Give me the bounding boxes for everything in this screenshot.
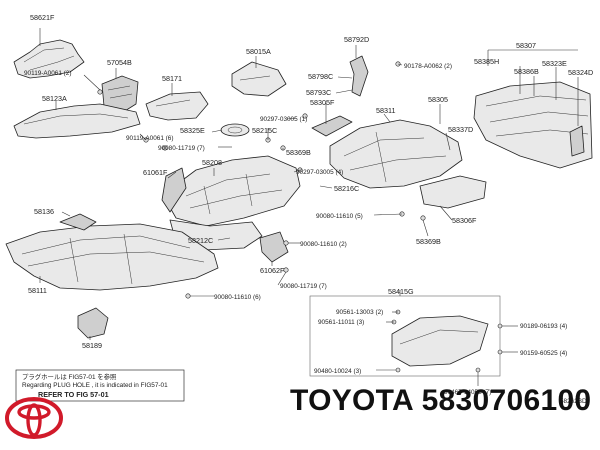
label-58325E: 58325E [180, 126, 205, 135]
label-58798C: 58798C [308, 72, 333, 81]
part-58306F-shape [419, 175, 487, 209]
label-58793C: 58793C [306, 88, 331, 97]
label-58171: 58171 [162, 74, 182, 83]
note-line-refer: REFER TO FIG 57-01 [38, 390, 109, 399]
label-57054B: 57054B [107, 58, 132, 67]
label-90297-03005-1: 90297-03005 (1) [260, 116, 307, 123]
label-90080-11610-5: 90080-11610 (5) [316, 213, 363, 220]
label-90119-A0061-6: 90119-A0061 (6) [126, 135, 174, 142]
figure-code: 58262BD [560, 398, 587, 405]
part-58325E-shape [220, 123, 250, 137]
part-58123A-shape [13, 103, 141, 139]
part-58307-shape [473, 81, 593, 169]
leader-lines [39, 28, 579, 386]
label-90080-11610-6: 90080-11610 (6) [214, 294, 261, 301]
part-58189-shape [77, 307, 109, 339]
brand-name: TOYOTA [290, 384, 413, 417]
label-58216C: 58216C [334, 184, 359, 193]
label-58385H: 58385H [474, 57, 499, 66]
label-90080-11719-7b: 90080-11719 (7) [280, 283, 327, 290]
part-58305F-shape [311, 115, 353, 137]
label-58123A: 58123A [42, 94, 67, 103]
label-58337D: 58337D [448, 125, 473, 134]
part-58111-shape [5, 213, 219, 291]
brand-heading: TOYOTA 5830706100 [290, 384, 591, 418]
toyota-logo-icon [5, 397, 63, 439]
part-61061F-shape [161, 167, 187, 213]
label-61061F: 61061F [143, 168, 168, 177]
label-90119-A0061-2: 90119-A0061 (2) [24, 70, 72, 77]
label-58386B: 58386B [514, 67, 539, 76]
label-58305F: 58305F [310, 98, 335, 107]
note-line-english: Regarding PLUG HOLE , it is indicated in… [22, 382, 168, 389]
label-58369B-top: 58369B [286, 148, 311, 157]
label-58311: 58311 [376, 106, 395, 115]
label-58111: 58111 [28, 286, 47, 295]
part-58015A-shape [231, 61, 287, 97]
label-58369B-bottom: 58369B [416, 237, 441, 246]
label-90080-11719-7a: 90080-11719 (7) [158, 145, 205, 152]
label-58136: 58136 [34, 207, 54, 216]
part-58208-shape [167, 155, 301, 227]
label-58015A: 58015A [246, 47, 271, 56]
label-58306F: 58306F [452, 216, 477, 225]
label-58621F: 58621F [30, 13, 55, 22]
cover-group-box [309, 295, 501, 377]
label-90561-11011-3: 90561-11011 (3) [318, 319, 364, 326]
part-number: 5830706100 [421, 384, 592, 417]
label-58305: 58305 [428, 95, 448, 104]
label-90297-03005-4: 90297-03005 (4) [296, 169, 343, 176]
plug-hole-note: プラグホールは FIG57-01 を参照 Regarding PLUG HOLE… [15, 369, 185, 402]
part-58415G-shape [391, 315, 489, 367]
label-58212C: 58212C [188, 236, 213, 245]
label-90480-10024-3: 90480-10024 (3) [314, 368, 361, 375]
label-58208: 58208 [202, 158, 222, 167]
label-58415G: 58415G [388, 287, 414, 296]
part-58621F-shape [13, 39, 85, 79]
label-90159-60525-4: 90159-60525 (4) [520, 350, 567, 357]
part-58311-shape [329, 119, 463, 189]
part-61062F-shape [259, 231, 289, 263]
part-58792D-shape [349, 55, 369, 97]
note-line-japanese: プラグホールは FIG57-01 を参照 [22, 372, 117, 381]
label-90467-14053-7: 90467-14053 (7) [444, 389, 491, 396]
label-58215C: 58215C [252, 126, 277, 135]
label-58324D: 58324D [568, 68, 593, 77]
label-90178-A0062-2: 90178-A0062 (2) [404, 63, 452, 70]
label-61062F: 61062F [260, 266, 285, 275]
part-58171-shape [145, 91, 209, 121]
label-58307: 58307 [516, 41, 536, 50]
label-90561-13003-2: 90561-13003 (2) [336, 309, 383, 316]
label-58189: 58189 [82, 341, 102, 350]
callout-labels: 58621F 90119-A0061 (2) 57054B 58123A 581… [24, 13, 593, 396]
label-58323E: 58323E [542, 59, 567, 68]
label-90080-11610-2: 90080-11610 (2) [300, 241, 347, 248]
label-90189-06193-4: 90189-06193 (4) [520, 323, 567, 330]
label-58792D: 58792D [344, 35, 369, 44]
